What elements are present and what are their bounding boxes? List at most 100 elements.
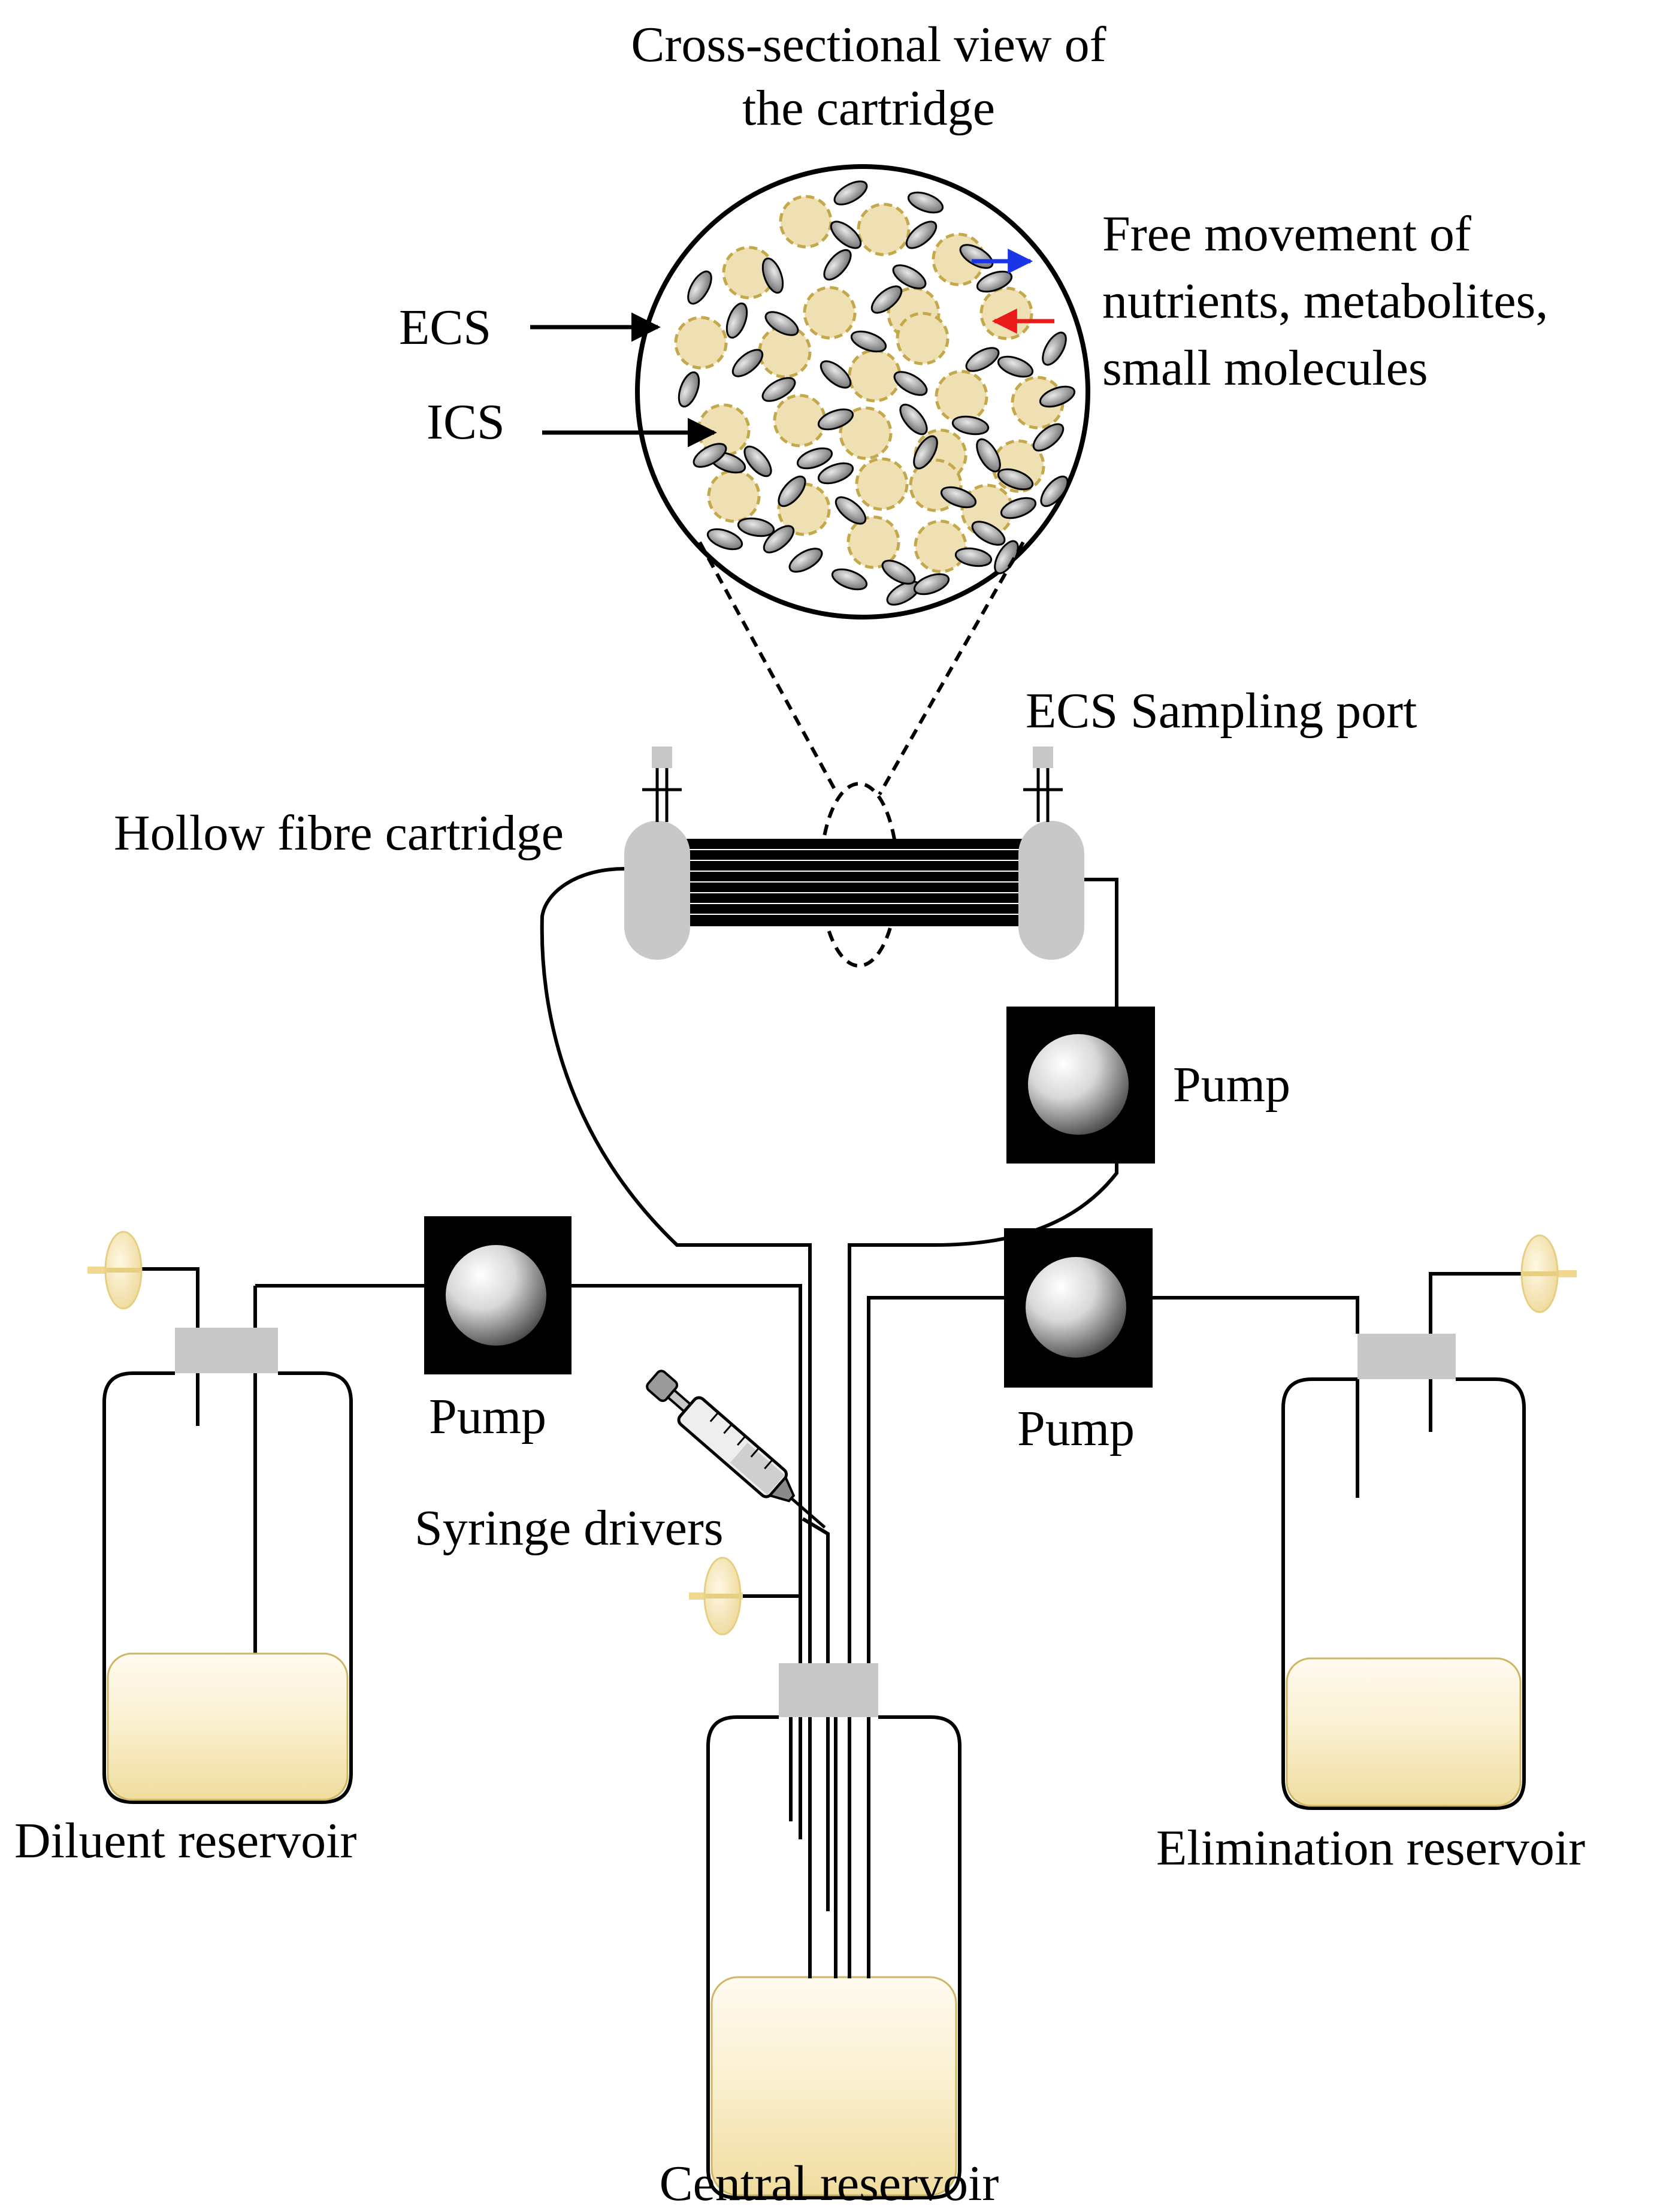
syringe-drivers-label: Syringe drivers (415, 1500, 724, 1556)
pump-elimination-label: Pump (1017, 1401, 1135, 1456)
cell (788, 548, 823, 573)
cell (1032, 423, 1065, 452)
hollow-fibre (758, 325, 812, 379)
cell (892, 264, 927, 289)
cell (731, 349, 764, 377)
cell (737, 517, 775, 537)
cell (905, 220, 938, 249)
cell (725, 302, 748, 339)
pump-rotor-icon (446, 1245, 546, 1346)
hollow-fibre (857, 203, 911, 256)
hollow-fibre (674, 316, 728, 370)
syringe-icon[interactable] (642, 1365, 836, 1540)
cell (976, 438, 1001, 473)
zoom-line-right (878, 541, 1025, 796)
cell (678, 371, 700, 408)
pump-rotor-icon (1028, 1034, 1129, 1135)
cell (997, 468, 1034, 491)
hollow-fibre (979, 286, 1033, 340)
cell (1000, 497, 1037, 519)
cell (761, 377, 796, 402)
elimination-reservoir (1281, 1334, 1526, 1810)
filter-icon-central (689, 1557, 743, 1636)
ecs-sampling-port-left[interactable] (642, 747, 682, 822)
hollow-fibre (707, 469, 761, 523)
cell (743, 445, 772, 478)
cell (778, 475, 806, 507)
hollow-fibre (935, 370, 988, 424)
cell (834, 496, 867, 525)
cell (954, 547, 993, 567)
pump-rotor-icon (1026, 1257, 1126, 1358)
hollow-fibre-cartridge (624, 747, 1084, 960)
diluent-reservoir (102, 1328, 353, 1804)
cell (976, 270, 1013, 293)
cell (913, 573, 950, 596)
cartridge-left-cap (624, 821, 690, 960)
central-cap (779, 1663, 878, 1717)
cell (831, 568, 868, 591)
cell (817, 462, 854, 485)
tubing (123, 867, 1540, 1978)
hollow-fibre (896, 312, 950, 365)
ecs-label: ECS (399, 300, 491, 355)
cell (997, 355, 1034, 378)
cell (823, 249, 852, 281)
hollow-fibre (773, 394, 827, 448)
cell (706, 528, 743, 551)
pump-recirculation-label: Pump (1173, 1057, 1290, 1113)
cell (1040, 475, 1069, 507)
hollow-fibre-cartridge-label: Hollow fibre cartridge (114, 805, 564, 861)
cell (764, 311, 799, 336)
hollow-fibre (846, 515, 900, 569)
cell (833, 180, 868, 206)
hollow-fibre (839, 406, 893, 460)
hollow-fibre (848, 349, 902, 403)
zoom-line-left (698, 541, 839, 796)
hollow-fibres-group (674, 195, 1065, 573)
cross-section-title-line1: Cross-sectional view of (631, 17, 1106, 72)
cell (951, 415, 990, 436)
central-reservoir (706, 1663, 961, 2199)
central-reservoir-label: Central reservoir (660, 2156, 999, 2211)
elimination-reservoir-label: Elimination reservoir (1156, 1820, 1585, 1876)
pump-elimination[interactable] (1004, 1228, 1153, 1388)
cell (881, 560, 916, 585)
pump-recirculation[interactable] (1006, 1007, 1155, 1164)
cell (761, 257, 784, 294)
cross-section-title-line2: the cartridge (742, 80, 995, 136)
hollow-fibre (914, 519, 967, 573)
cell (1042, 331, 1067, 366)
diluent-reservoir-label: Diluent reservoir (14, 1813, 356, 1869)
hollow-fibre (855, 457, 909, 511)
cell (850, 330, 887, 353)
cell (940, 486, 977, 509)
cell (907, 191, 944, 214)
cell (870, 285, 903, 314)
cell (820, 360, 852, 389)
cell (693, 443, 727, 468)
elimination-cap (1357, 1334, 1456, 1379)
hollow-fibre (803, 286, 857, 340)
diluent-liquid (107, 1652, 349, 1801)
cell (817, 408, 854, 431)
cell (971, 521, 1006, 546)
free-movement-line2: nutrients, metabolites, (1102, 273, 1548, 329)
diluent-cap (175, 1328, 278, 1373)
cell (687, 270, 712, 305)
pump-diluent[interactable] (424, 1216, 572, 1374)
cell (899, 403, 928, 436)
cell (913, 435, 938, 470)
ecs-sampling-port-label: ECS Sampling port (1026, 683, 1417, 739)
filter-icon-diluent (87, 1231, 143, 1310)
cell (1039, 385, 1076, 408)
cell (893, 371, 928, 396)
pump-diluent-label: Pump (429, 1389, 546, 1445)
ecs-sampling-port-right[interactable] (1023, 747, 1063, 822)
cells-group (678, 180, 1076, 606)
cartridge-right-cap (1018, 821, 1084, 960)
cell (796, 447, 833, 470)
cell (965, 347, 1000, 372)
cell (830, 220, 862, 249)
